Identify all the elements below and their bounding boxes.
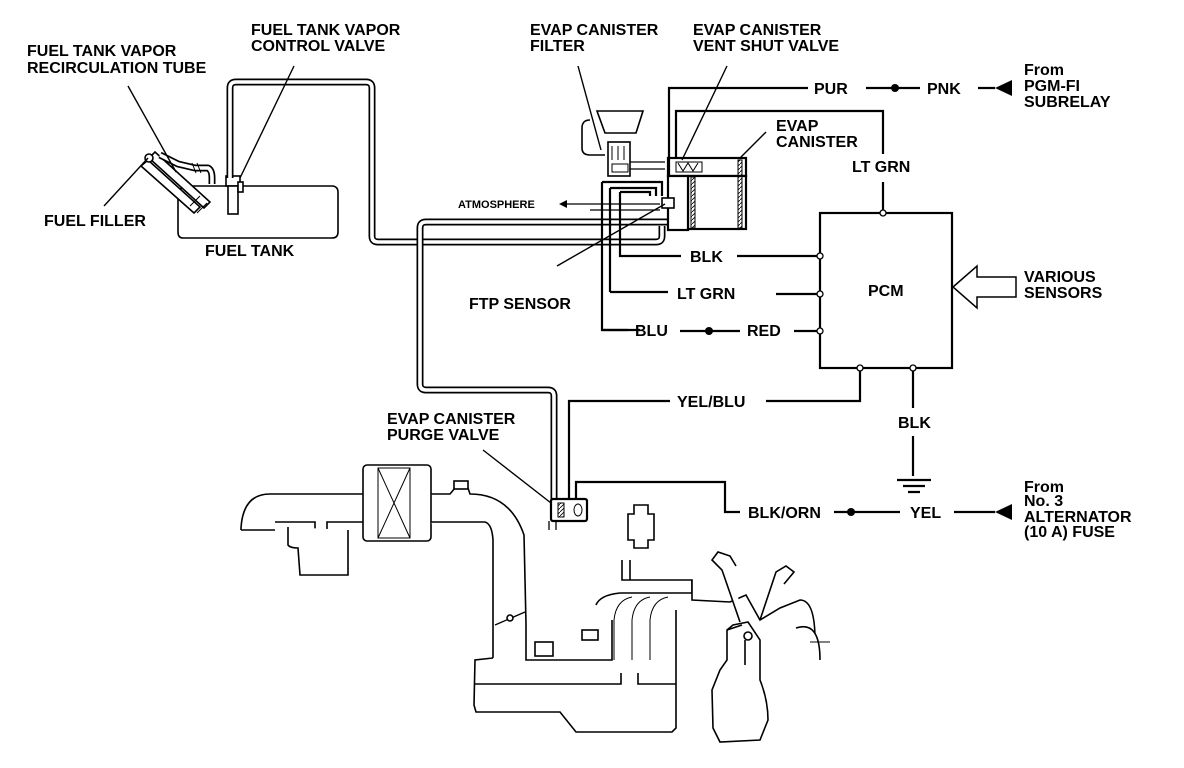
label-from-subrelay-2: PGM-FI bbox=[1024, 78, 1080, 95]
ground-icon bbox=[897, 478, 931, 494]
label-various-sensors-2: SENSORS bbox=[1024, 285, 1103, 302]
wire-blk-sensor bbox=[618, 252, 824, 260]
label-recirc-tube-2: RECIRCULATION TUBE bbox=[27, 60, 207, 77]
vapor-control-valve bbox=[225, 175, 244, 215]
evap-canister bbox=[661, 156, 748, 232]
label-from-subrelay-3: SUBRELAY bbox=[1024, 94, 1111, 111]
various-sensors-arrow-icon bbox=[951, 264, 1017, 310]
wire-label-blu: BLU bbox=[635, 323, 668, 340]
evap-canister-filter bbox=[581, 110, 665, 177]
wire-lt-grn-sensor bbox=[610, 290, 824, 298]
label-ftp-sensor: FTP SENSOR bbox=[469, 296, 571, 313]
label-canister-filter-1: EVAP CANISTER bbox=[530, 22, 659, 39]
label-evap-canister-1: EVAP bbox=[776, 118, 819, 135]
wire-label-pnk: PNK bbox=[927, 81, 961, 98]
label-from-subrelay-1: From bbox=[1024, 62, 1064, 79]
evap-canister-purge-valve bbox=[548, 497, 589, 530]
wire-label-lt-grn-sensor: LT GRN bbox=[677, 286, 735, 303]
wire-label-lt-grn-top: LT GRN bbox=[852, 159, 910, 176]
label-from-fuse-1: From bbox=[1024, 479, 1064, 496]
connector-arrow-icon bbox=[995, 80, 1012, 96]
vapor-line bbox=[226, 78, 606, 246]
wire-lt-grn-top bbox=[674, 109, 887, 217]
purge-line bbox=[416, 218, 680, 512]
pcm-module bbox=[818, 211, 954, 370]
wire-label-yel: YEL bbox=[910, 505, 941, 522]
intake-duct bbox=[240, 480, 527, 658]
splice-dot bbox=[891, 84, 899, 92]
label-pcm: PCM bbox=[868, 283, 904, 300]
wire-label-blk-sensor: BLK bbox=[690, 249, 723, 266]
label-purge-valve-2: PURGE VALVE bbox=[387, 427, 500, 444]
label-control-valve-1: FUEL TANK VAPOR bbox=[251, 22, 401, 39]
label-from-fuse-2: No. 3 bbox=[1024, 493, 1063, 510]
label-fuel-tank: FUEL TANK bbox=[205, 243, 295, 260]
label-control-valve-2: CONTROL VALVE bbox=[251, 38, 386, 55]
label-from-fuse-3: ALTERNATOR bbox=[1024, 509, 1132, 526]
wire-label-blk-orn: BLK/ORN bbox=[748, 505, 821, 522]
label-recirc-tube-1: FUEL TANK VAPOR bbox=[27, 43, 177, 60]
atmosphere-arrow bbox=[559, 200, 590, 208]
recirculation-tube bbox=[158, 151, 216, 184]
label-fuel-filler: FUEL FILLER bbox=[44, 213, 146, 230]
label-canister-filter-2: FILTER bbox=[530, 38, 585, 55]
label-atmosphere: ATMOSPHERE bbox=[458, 199, 535, 211]
air-cleaner bbox=[362, 464, 432, 542]
label-evap-canister-2: CANISTER bbox=[776, 134, 858, 151]
label-vent-shut-valve-2: VENT SHUT VALVE bbox=[693, 38, 839, 55]
injector bbox=[627, 504, 655, 549]
label-various-sensors-1: VARIOUS bbox=[1024, 269, 1096, 286]
label-from-fuse-4: (10 A) FUSE bbox=[1024, 524, 1115, 541]
wire-blu-red bbox=[602, 327, 824, 335]
label-vent-shut-valve-1: EVAP CANISTER bbox=[693, 22, 822, 39]
canister-return-line bbox=[606, 226, 666, 246]
wire-label-pur: PUR bbox=[814, 81, 848, 98]
wire-label-blk-ground: BLK bbox=[898, 415, 931, 432]
label-purge-valve-1: EVAP CANISTER bbox=[387, 411, 516, 428]
wire-blk-ground bbox=[897, 364, 931, 494]
connector-arrow-icon bbox=[995, 504, 1012, 520]
wire-label-red: RED bbox=[747, 323, 781, 340]
leader-lines bbox=[103, 65, 767, 504]
engine-block bbox=[691, 551, 830, 743]
wire-pur-pnk bbox=[667, 80, 1012, 176]
wire-yel-blu bbox=[567, 364, 864, 500]
wire-label-yel-blu: YEL/BLU bbox=[677, 394, 745, 411]
wire-blk-orn-yel bbox=[574, 480, 1012, 520]
